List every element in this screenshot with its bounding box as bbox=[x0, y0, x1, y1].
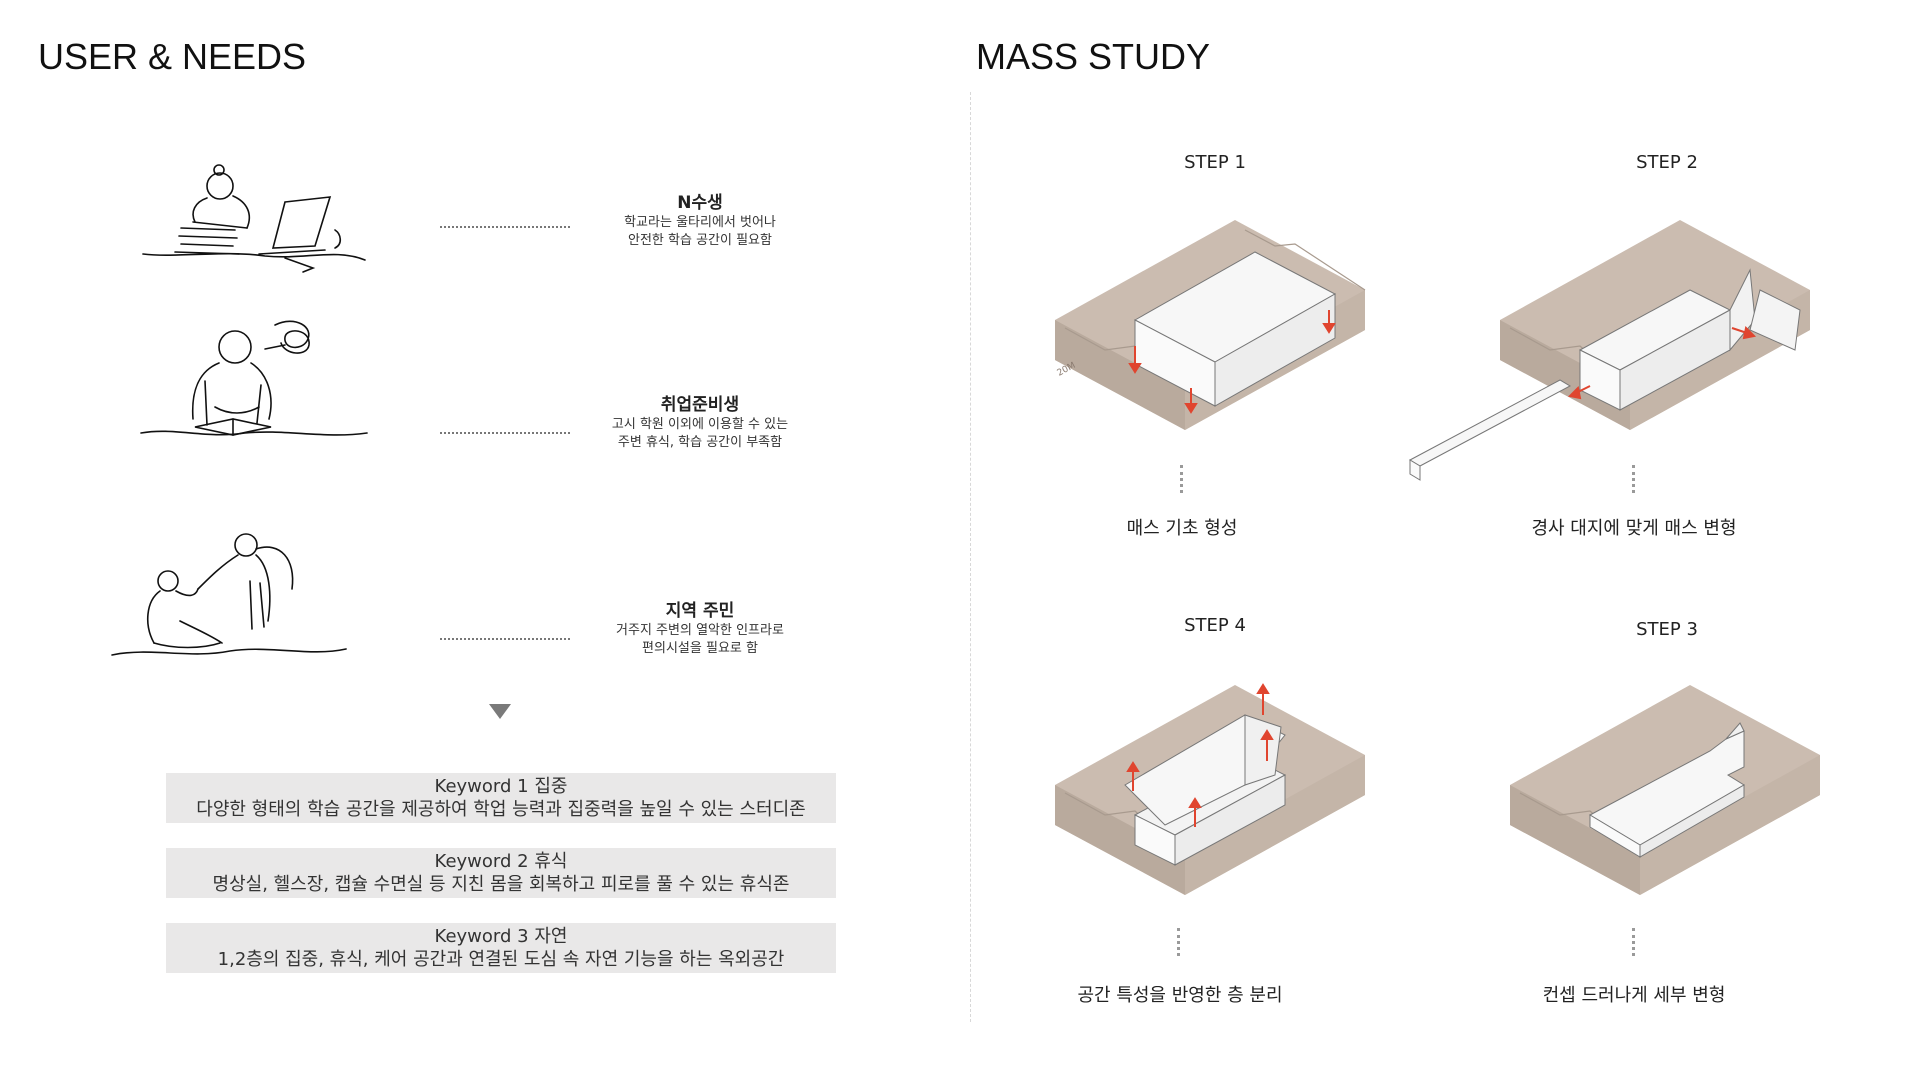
user-card-n-student: N수생 학교라는 울타리에서 벗어나 안전한 학습 공간이 필요함 bbox=[570, 192, 830, 250]
user-desc-line2: 편의시설을 필요로 함 bbox=[642, 641, 758, 656]
step-caption: 경사 대지에 맞게 매스 변형 bbox=[1531, 518, 1737, 539]
step-label: STEP 2 bbox=[1636, 152, 1698, 173]
step-label: STEP 1 bbox=[1184, 152, 1246, 173]
keyword-title: Keyword 3 자연 bbox=[434, 926, 568, 947]
step-caption: 공간 특성을 반영한 층 분리 bbox=[1077, 985, 1283, 1006]
section-title-user-needs: USER & NEEDS bbox=[38, 36, 307, 77]
vertical-dotted-connector bbox=[1177, 928, 1180, 956]
arrow-down-icon bbox=[1128, 310, 1336, 414]
keyword-box-nature: Keyword 3 자연 1,2층의 집중, 휴식, 케어 공간과 연결된 도심… bbox=[166, 923, 836, 973]
mass-diagram-step2 bbox=[1408, 220, 1810, 481]
stressed-person-reading-icon bbox=[140, 320, 368, 436]
user-name: 지역 주민 bbox=[665, 601, 735, 621]
arrow-direction-icon bbox=[1567, 325, 1757, 400]
arrow-up-icon bbox=[1126, 683, 1274, 827]
user-desc-line1: 학교라는 울타리에서 벗어나 bbox=[624, 215, 776, 230]
mass-diagram-step3 bbox=[1510, 685, 1820, 895]
mass-diagram-step1: 20M bbox=[1055, 220, 1366, 430]
connector-dotted-line bbox=[440, 226, 570, 228]
vertical-dotted-connector bbox=[1632, 928, 1635, 956]
user-card-local-resident: 지역 주민 거주지 주변의 열악한 인프라로 편의시설을 필요로 함 bbox=[570, 600, 830, 658]
person-studying-laptop-icon bbox=[142, 164, 366, 273]
user-desc-line1: 고시 학원 이외에 이용할 수 있는 bbox=[611, 417, 789, 432]
connector-dotted-line bbox=[440, 638, 570, 640]
user-card-job-seeker: 취업준비생 고시 학원 이외에 이용할 수 있는 주변 휴식, 학습 공간이 부… bbox=[570, 394, 830, 452]
user-desc-line2: 안전한 학습 공간이 필요함 bbox=[628, 233, 772, 248]
people-helping-icon bbox=[111, 533, 347, 656]
keyword-title: Keyword 1 집중 bbox=[434, 776, 568, 797]
keyword-desc: 명상실, 헬스장, 캡슐 수면실 등 지친 몸을 회복하고 피로를 풀 수 있는… bbox=[212, 874, 790, 895]
keyword-box-focus: Keyword 1 집중 다양한 형태의 학습 공간을 제공하여 학업 능력과 … bbox=[166, 773, 836, 823]
step-label: STEP 4 bbox=[1184, 615, 1246, 636]
section-divider bbox=[970, 92, 971, 1022]
vertical-dotted-connector bbox=[1632, 465, 1635, 493]
user-name: 취업준비생 bbox=[660, 395, 740, 415]
keyword-box-rest: Keyword 2 휴식 명상실, 헬스장, 캡슐 수면실 등 지친 몸을 회복… bbox=[166, 848, 836, 898]
mass-diagram-step4 bbox=[1055, 683, 1365, 895]
section-title-mass-study: MASS STUDY bbox=[976, 36, 1211, 77]
user-desc-line2: 주변 휴식, 학습 공간이 부족함 bbox=[617, 435, 783, 450]
user-desc-line1: 거주지 주변의 열악한 인프라로 bbox=[616, 623, 784, 638]
keyword-desc: 1,2층의 집중, 휴식, 케어 공간과 연결된 도심 속 자연 기능을 하는 … bbox=[217, 949, 785, 970]
down-arrow-icon bbox=[489, 704, 511, 719]
keyword-desc: 다양한 형태의 학습 공간을 제공하여 학업 능력과 집중력을 높일 수 있는 … bbox=[196, 799, 806, 820]
user-name: N수생 bbox=[677, 193, 723, 213]
step-label: STEP 3 bbox=[1636, 619, 1698, 640]
connector-dotted-line bbox=[440, 432, 570, 434]
step-caption: 컨셉 드러나게 세부 변형 bbox=[1542, 985, 1726, 1006]
vertical-dotted-connector bbox=[1180, 465, 1183, 493]
keyword-title: Keyword 2 휴식 bbox=[434, 851, 568, 872]
step-caption: 매스 기초 형성 bbox=[1126, 518, 1238, 539]
